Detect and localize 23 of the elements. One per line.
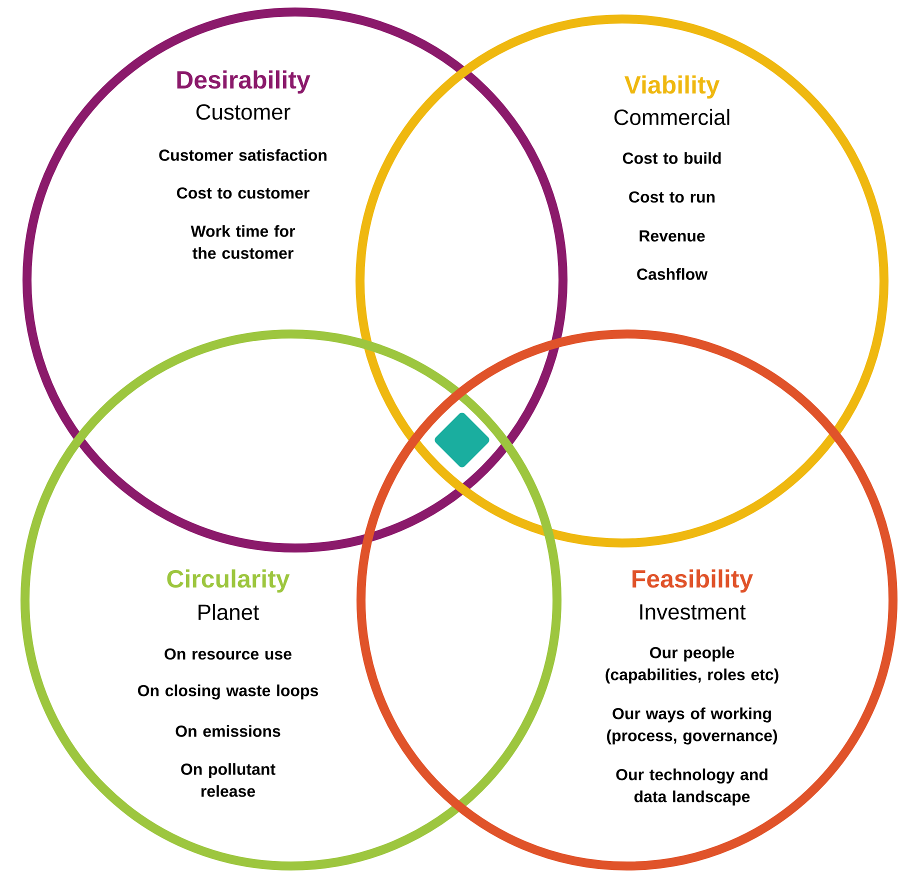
circle-heading: Feasibility	[632, 569, 754, 593]
circle-heading: Viability	[624, 75, 720, 99]
list-item: On resource use	[164, 648, 292, 660]
circle-subtitle: Investment	[640, 604, 746, 620]
list-item: Cost to build	[622, 152, 721, 164]
circle-heading: Desirability	[177, 70, 310, 94]
list-item: On pollutant release	[181, 763, 276, 797]
list-item: Cost to run	[629, 191, 715, 203]
list-item: Work time for the customer	[190, 225, 296, 259]
list-item: On emissions	[176, 725, 280, 737]
circle-heading: Circularity	[167, 569, 290, 593]
center-diamond	[434, 412, 490, 468]
list-item: Cost to customer	[177, 187, 310, 199]
list-item: Cashflow	[637, 268, 708, 280]
list-item: Revenue	[640, 230, 705, 242]
circle-subtitle: Planet	[198, 604, 260, 620]
list-item: Customer satisfaction	[159, 149, 326, 161]
circle-subtitle: Customer	[196, 104, 290, 120]
list-item: Our people (capabilities, roles etc)	[606, 646, 778, 684]
circle-subtitle: Commercial	[614, 108, 730, 126]
list-item: Our technology and data landscape	[616, 768, 768, 806]
list-item: On closing waste loops	[138, 684, 318, 700]
list-item: Our ways of working (process, governance)	[607, 708, 777, 744]
